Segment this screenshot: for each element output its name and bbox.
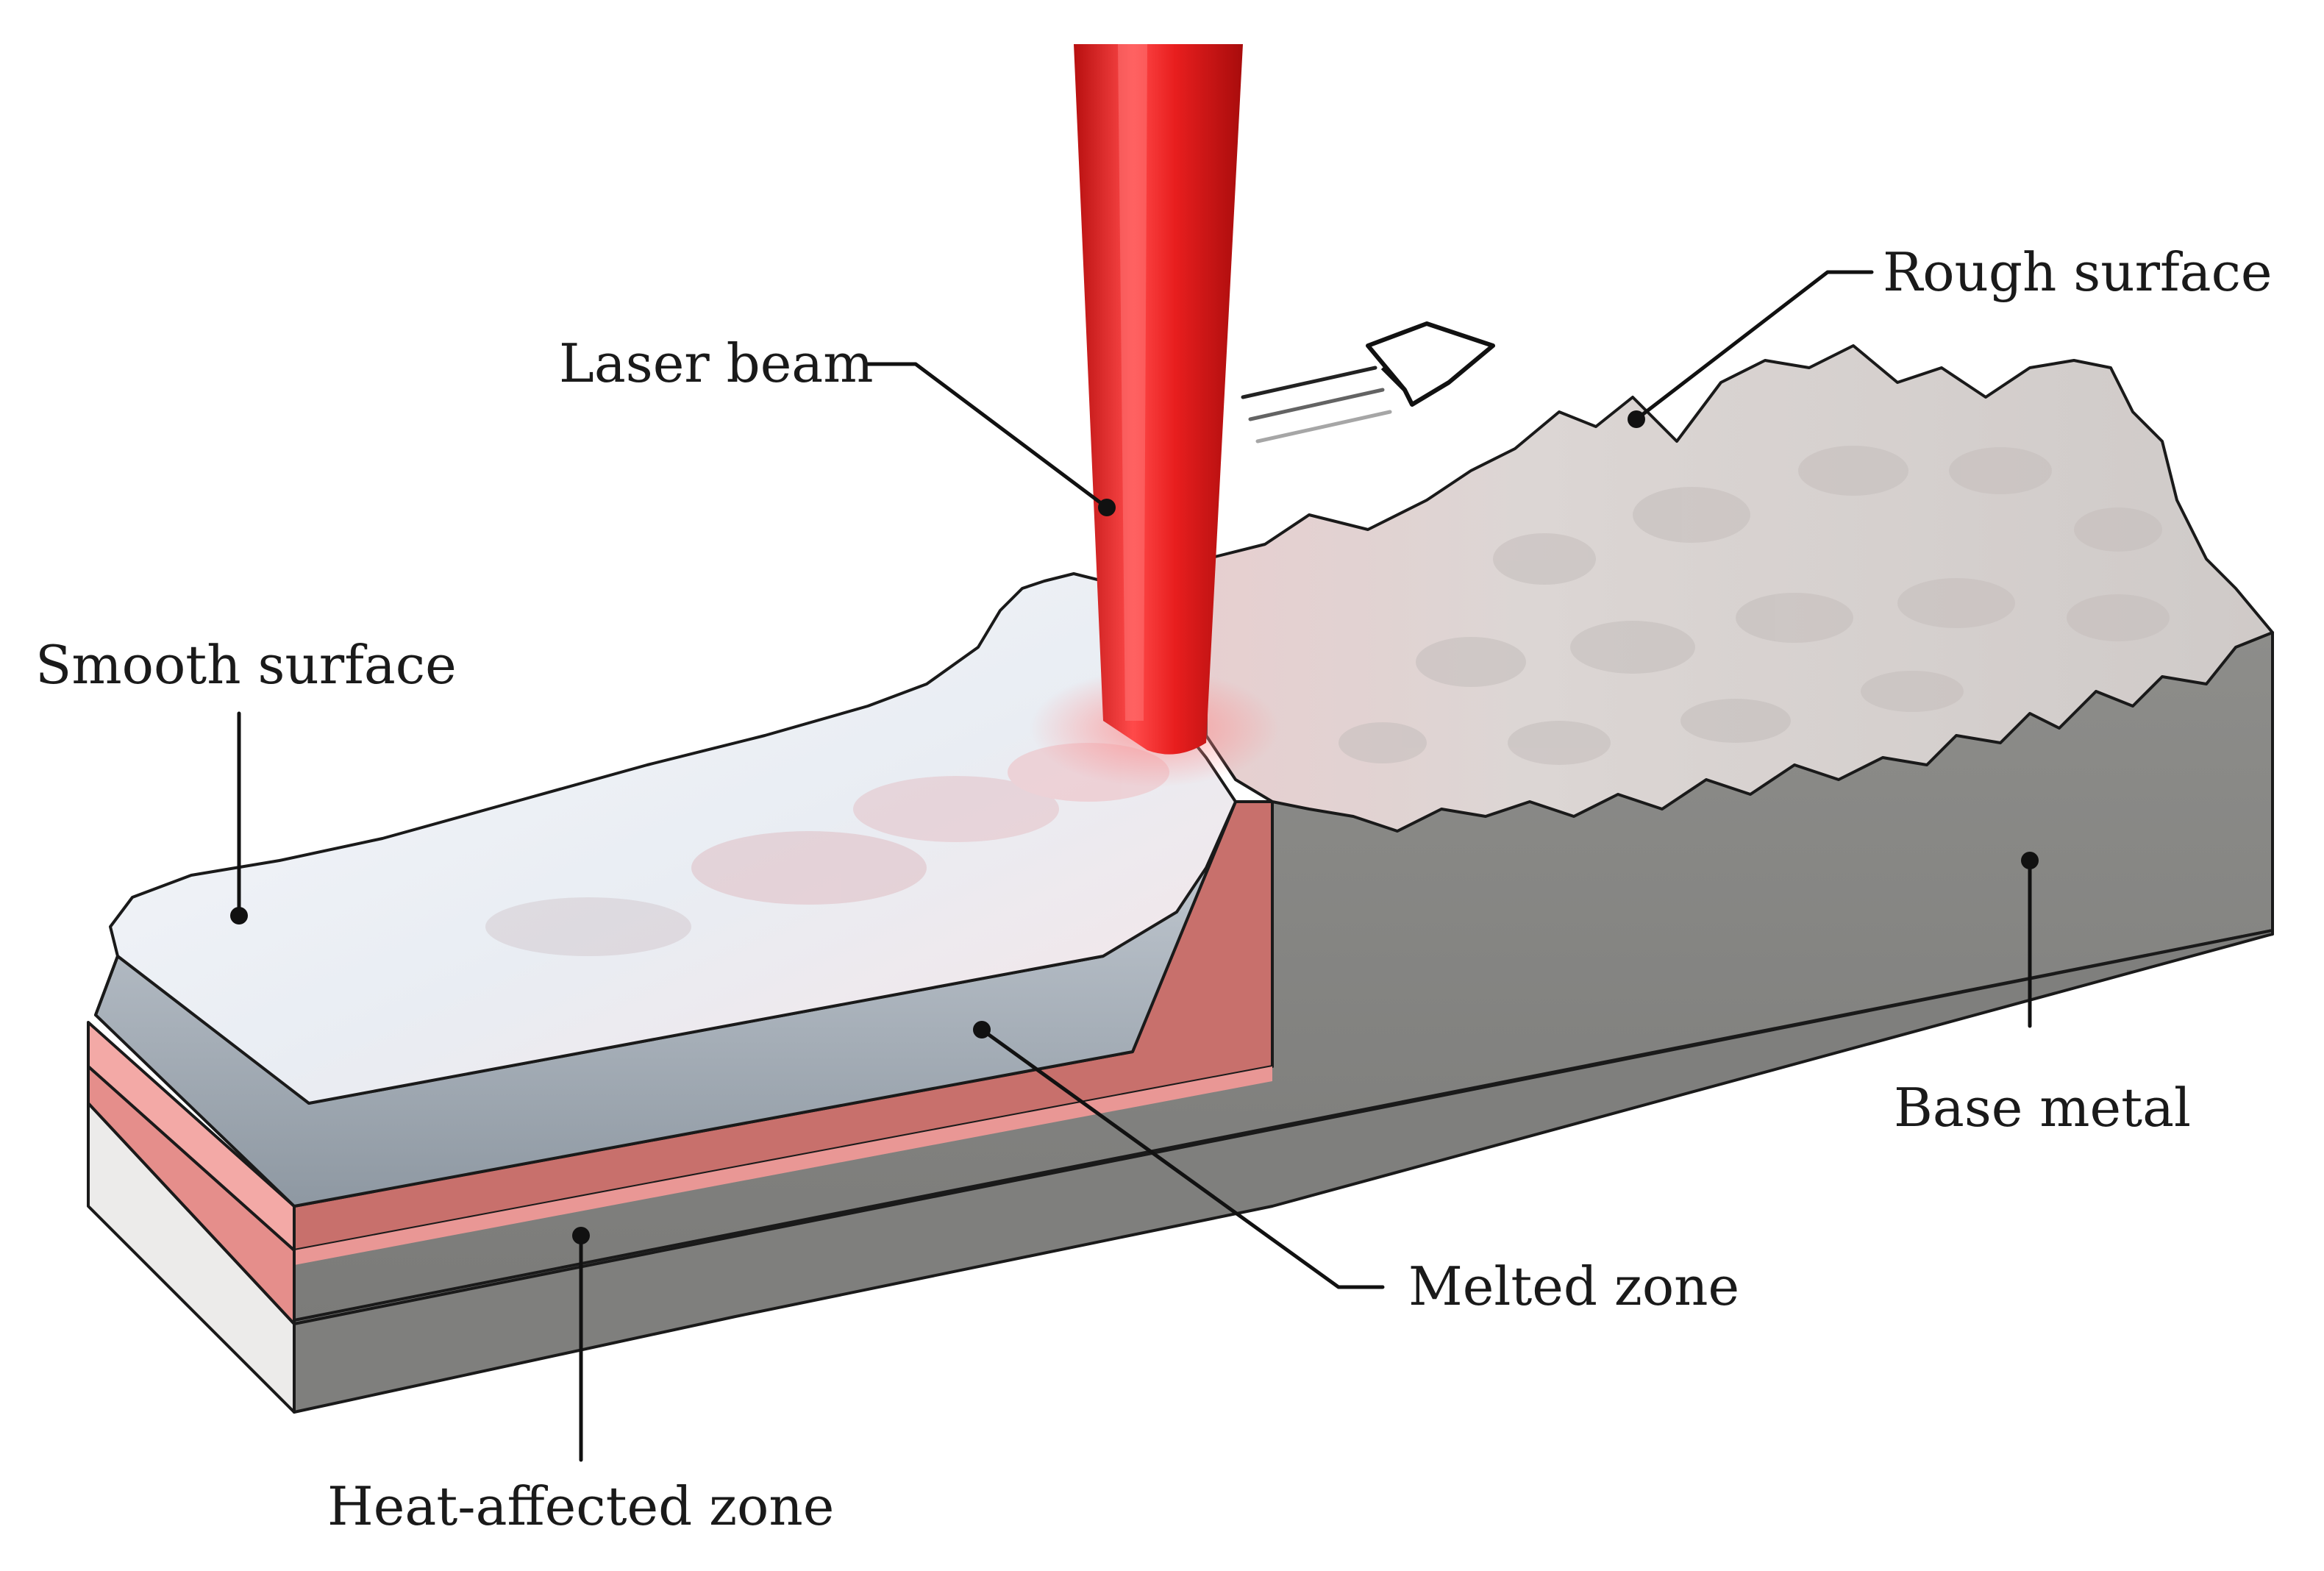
label-melted-zone: Melted zone: [1408, 1255, 1740, 1317]
leader-base-metal: [2021, 852, 2039, 1028]
label-heat-affected-zone: Heat-affected zone: [327, 1475, 835, 1537]
label-base-metal: Base metal: [1894, 1077, 2192, 1139]
base-metal-left-lower: [293, 929, 2274, 1414]
laser-beam: [1074, 44, 1243, 755]
leader-melted-zone: [973, 1021, 1385, 1289]
direction-arrow-icon: [1241, 321, 1495, 443]
laser-beam-highlight: [1118, 44, 1147, 721]
smooth-surface-shading: [485, 743, 1169, 956]
heat-affected-zone-front-strip: [294, 1066, 1272, 1265]
label-smooth-surface: Smooth surface: [35, 634, 457, 696]
leader-heat-affected-zone: [572, 1227, 590, 1462]
leader-laser-beam: [866, 362, 1116, 516]
label-laser-beam: Laser beam: [559, 332, 874, 394]
leader-rough-surface: [1628, 270, 1874, 428]
rough-surface-texture: [1339, 446, 2170, 765]
label-rough-surface: Rough surface: [1883, 241, 2273, 303]
heat-affected-zone-lower-band: [87, 1065, 296, 1325]
smooth-surface-top: [94, 572, 1237, 1105]
leader-smooth-surface: [230, 711, 248, 925]
